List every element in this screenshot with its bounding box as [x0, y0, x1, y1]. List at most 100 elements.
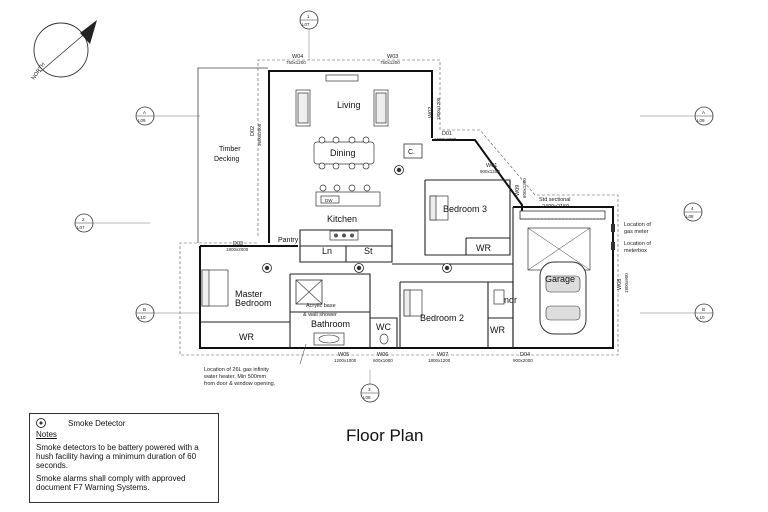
dishwasher-label: DW: [325, 198, 333, 203]
vanity-icon: [313, 332, 345, 346]
smoke-detector-icon: [262, 263, 272, 273]
meterbox-note-1: Location of: [624, 241, 651, 247]
plan-label: Timber: [219, 146, 241, 153]
plan-label: Decking: [214, 156, 239, 163]
plan-label: 1800x1200: [436, 97, 441, 120]
plan-label: 1800x900: [624, 273, 629, 293]
room-label-bathroom: Bathroom: [311, 319, 350, 329]
toilet-icon: [379, 333, 389, 345]
eave-outline: [179, 59, 619, 356]
plan-label: A: [702, 110, 705, 115]
window-label-w09: W09: [515, 185, 521, 196]
plan-label: B: [702, 307, 705, 312]
living-furniture-icon: [295, 74, 389, 127]
window-label-w05: W05: [338, 352, 349, 358]
plan-label: L10: [697, 315, 705, 320]
room-label-ln: Ln: [322, 246, 332, 256]
room-label-bedroom3: Bedroom 3: [443, 204, 487, 214]
legend-box: Smoke Detector Notes Smoke detectors to …: [29, 413, 219, 503]
gas-meter-note-1: Location of: [624, 222, 651, 228]
smoke-detector-icon: [354, 263, 364, 273]
water-heater-note-2: water heater. Min 500mm: [203, 374, 266, 380]
cupboard: [403, 143, 423, 159]
legend-note-1: Smoke detectors to be battery powered wi…: [36, 443, 199, 470]
room-label-dining: Dining: [330, 148, 356, 158]
smoke-detector-icon: [36, 418, 46, 428]
plan-label: 1800x2000: [226, 247, 249, 252]
plan-label: 900x2000: [513, 358, 533, 363]
section-marker-2: 2 L07: [74, 213, 150, 233]
legend-note-2: Smoke alarms shall comply with approved …: [36, 474, 186, 492]
plan-label: L10: [138, 315, 146, 320]
garage-door-icon: [519, 210, 606, 271]
plan-label: 3600x2000: [257, 123, 262, 146]
room-label-garage: Garage: [545, 274, 575, 284]
window-label-w07: W07: [437, 352, 448, 358]
smoke-detector-icon: [442, 263, 452, 273]
door-label-d04: D04: [520, 352, 530, 358]
room-label-lndr: Lndr: [499, 295, 517, 305]
room-label-wr-bed2: WR: [490, 325, 505, 335]
plan-label: L07: [302, 22, 310, 27]
window-label-w08: W08: [617, 279, 623, 290]
cooktop-icon: [329, 230, 359, 241]
car-icon: [539, 261, 587, 335]
window-label-w02: W02: [428, 107, 434, 118]
internal-walls: [200, 179, 514, 348]
plan-label: L08: [363, 395, 371, 400]
section-marker-3: 3 L08: [360, 370, 380, 403]
smoke-detector-icon: [394, 165, 404, 175]
gas-meter-icon: [611, 224, 615, 232]
water-heater-note-3: from door & window opening.: [204, 381, 276, 387]
section-marker-a-left: A L09: [135, 106, 200, 126]
page-title: Floor Plan: [346, 426, 424, 445]
legend-notes-title: Notes: [36, 430, 57, 439]
plan-label: 750x1200: [286, 60, 306, 65]
room-label-pantry: Pantry: [278, 237, 299, 244]
plan-label: 1: [307, 14, 310, 19]
room-label-bedroom2: Bedroom 2: [420, 313, 464, 323]
plan-label: 1800x1200: [428, 358, 451, 363]
legend-symbol-label: Smoke Detector: [68, 418, 126, 428]
room-label-master: Master: [235, 289, 263, 299]
external-walls: [199, 70, 614, 349]
plan-label: 2: [82, 217, 85, 222]
door-label-d03: D03: [233, 241, 243, 247]
laundry-tub-icon: [493, 289, 505, 305]
room-label-master-bedroom: Bedroom: [235, 298, 272, 308]
north-arrow-icon: NORTH: [31, 20, 97, 81]
gas-meter-note-2: gas meter: [624, 229, 649, 235]
section-marker-b-right: B L10: [640, 303, 714, 323]
section-marker-1: 1 L07: [299, 10, 319, 60]
plan-label: 600x1000: [373, 358, 393, 363]
section-marker-a-right: A L09: [640, 106, 714, 126]
garage-door-label: Std sectional: [539, 197, 571, 203]
plan-label: B: [143, 307, 146, 312]
plan-label: 1200x2000: [434, 137, 457, 142]
master-bed-icon: [201, 269, 229, 307]
room-label-wc: WC: [376, 322, 391, 332]
room-label-st: St: [364, 246, 373, 256]
plan-label: A: [143, 110, 146, 115]
plan-label: 900x1200: [480, 169, 500, 174]
plan-label: 750x1200: [380, 60, 400, 65]
window-label-w01: W01: [486, 163, 497, 169]
plan-label: L09: [138, 118, 146, 123]
door-label-d02: D02: [250, 126, 256, 136]
shower-icon: [295, 279, 323, 305]
plan-label: L08: [686, 214, 694, 219]
room-label-living: Living: [337, 100, 361, 110]
plan-label: L07: [77, 225, 85, 230]
window-label-w06: W06: [377, 352, 388, 358]
door-label-d01: D01: [442, 131, 452, 137]
plan-label: 600x1200: [522, 178, 527, 198]
kitchen-island-icon: [315, 184, 381, 207]
room-label-cupboard: C.: [408, 149, 415, 156]
window-label-w04: W04: [292, 54, 303, 60]
plan-label: 4: [691, 206, 694, 211]
garage-door-size: 2400x2150: [542, 204, 569, 210]
bed2-icon: [403, 289, 423, 317]
room-label-kitchen: Kitchen: [327, 214, 357, 224]
plan-label: 1200x1000: [334, 358, 357, 363]
